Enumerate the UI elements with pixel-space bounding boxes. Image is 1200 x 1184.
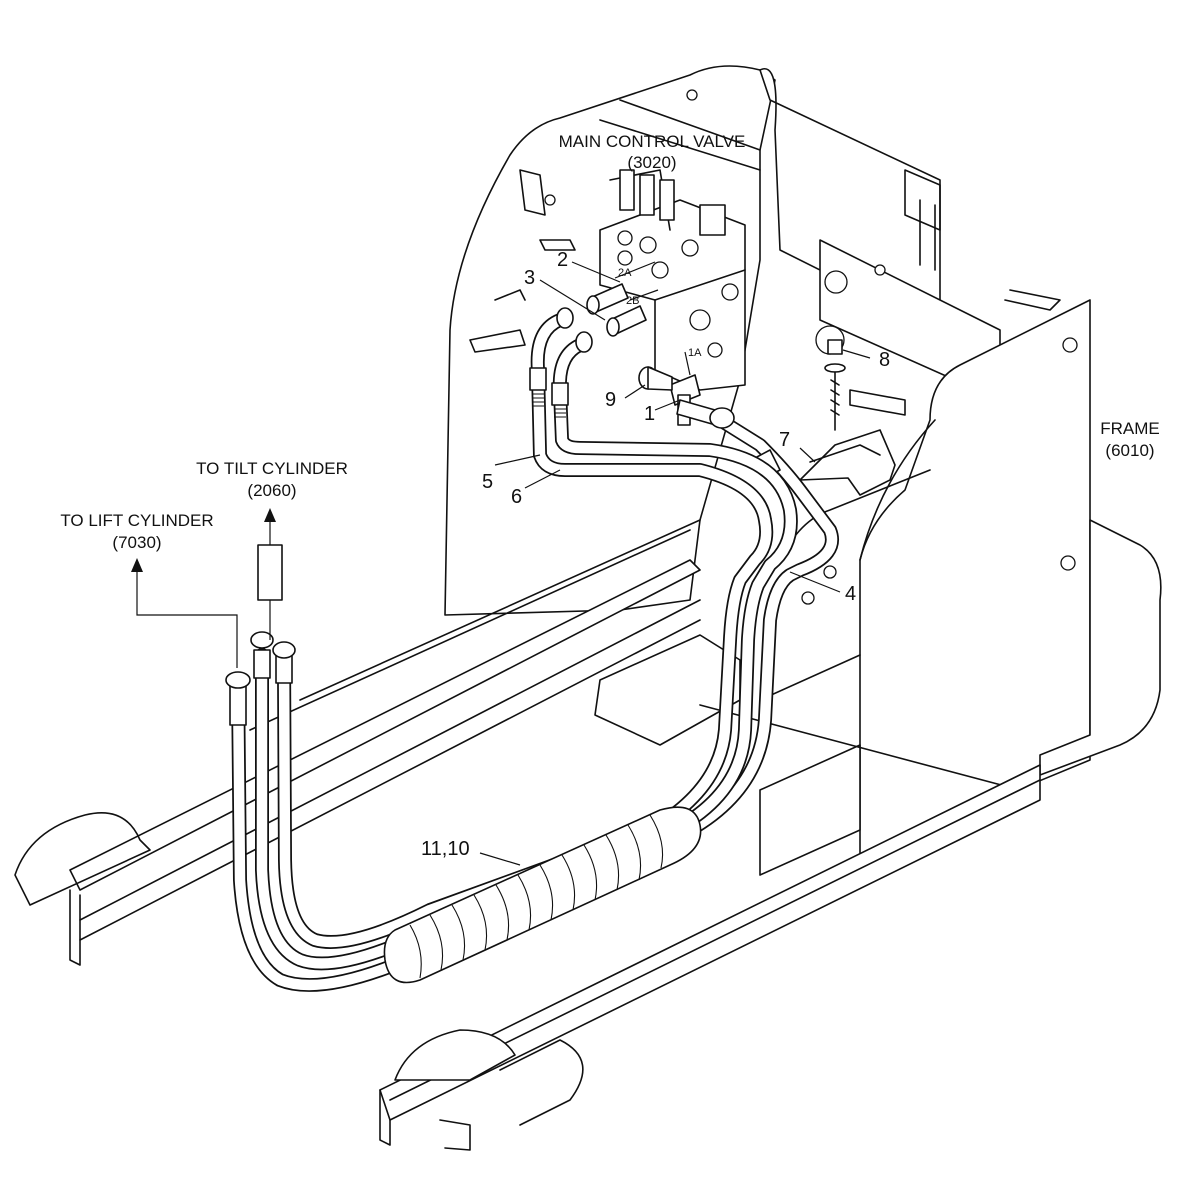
frame-code: (6010): [1105, 441, 1154, 460]
main-control-valve: [599, 169, 746, 391]
callout-numbers: 1 2 3 4 5 6 7 8 9 11,10: [421, 249, 890, 860]
lift-cylinder-code: (7030): [112, 533, 161, 552]
lift-cylinder-label: TO LIFT CYLINDER: [60, 511, 213, 530]
callout-6: 6: [511, 486, 522, 508]
port-1a-label: 1A: [688, 347, 702, 359]
diagram-labels: MAIN CONTROL VALVE (3020) FRAME (6010) T…: [60, 132, 1159, 552]
spiral-wrap: [383, 806, 702, 984]
floor-rails: [14, 519, 1041, 1151]
frame-body: [759, 299, 1162, 856]
main-valve-label: MAIN CONTROL VALVE: [559, 132, 746, 151]
tilt-cylinder-label: TO TILT CYLINDER: [196, 459, 348, 478]
callout-3: 3: [524, 267, 535, 289]
callout-9: 9: [605, 389, 616, 411]
tilt-cylinder-code: (2060): [247, 481, 296, 500]
frame-label: FRAME: [1100, 419, 1160, 438]
callout-1: 1: [644, 403, 655, 425]
callout-8: 8: [879, 349, 890, 371]
callout-5: 5: [482, 471, 493, 493]
main-valve-code: (3020): [627, 153, 676, 172]
hoses-5-6: [529, 307, 798, 839]
callout-7: 7: [779, 429, 790, 451]
mast-upright: [444, 65, 1061, 616]
bolt-and-clamp: [799, 339, 896, 496]
callout-4: 4: [845, 583, 856, 605]
valve-fittings: [586, 283, 716, 426]
callout-2: 2: [557, 249, 568, 271]
cylinder-arrows: [131, 508, 283, 668]
callout-11-10: 11,10: [421, 838, 470, 860]
port-2b-label: 2B: [626, 295, 639, 307]
leader-lines: [479, 261, 871, 866]
hose-4: [683, 407, 839, 837]
port-2a-label: 2A: [618, 267, 632, 279]
